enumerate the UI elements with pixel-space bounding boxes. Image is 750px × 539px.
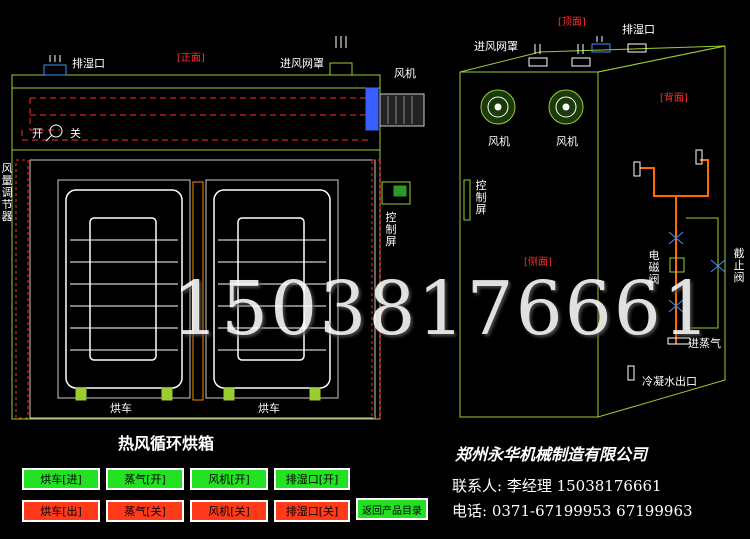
heater-column	[192, 181, 204, 401]
side-intake-label: 进风网罩	[474, 40, 518, 53]
company-phone: 电话: 0371-67199953 67199963	[452, 502, 693, 520]
side-cabinet-back	[597, 45, 726, 418]
fan-off-button[interactable]: 风机[关]	[190, 500, 268, 522]
top-view-label: [顶面]	[558, 17, 586, 28]
front-view	[11, 36, 425, 420]
bypass-pipe	[686, 217, 719, 329]
steam-in-label: 进蒸气	[688, 337, 721, 350]
steam-off-button[interactable]: 蒸气[关]	[106, 500, 184, 522]
side-fan-2-icon	[548, 89, 584, 125]
condensate-label: 冷凝水出口	[642, 375, 697, 388]
damper-label: 风量调节器	[1, 162, 13, 223]
switch-off-label: 关	[70, 127, 81, 140]
front-intake-label: 进风网罩	[280, 57, 324, 70]
front-exhaust-vent	[43, 64, 67, 76]
front-exhaust-label: 排湿口	[72, 57, 105, 70]
front-cabinet-outline	[11, 74, 381, 420]
catalog-button[interactable]: 返回产品目录	[356, 498, 428, 520]
front-intake-hood	[329, 62, 353, 76]
company-name: 郑州永华机械制造有限公司	[455, 445, 648, 464]
shutoff-label: 截止阀	[733, 247, 745, 284]
side-control-screen-icon	[463, 179, 471, 221]
watermark-phone: 15038176661	[172, 266, 712, 352]
side-fan-label-2: 风机	[556, 135, 578, 148]
steam-on-button[interactable]: 蒸气[开]	[106, 468, 184, 490]
switch-on-label: 开	[32, 127, 43, 140]
cart-label-left: 烘车	[110, 402, 132, 415]
solenoid-label: 电磁阀	[648, 249, 660, 286]
cart-in-button[interactable]: 烘车[进]	[22, 468, 100, 490]
switch-knob-icon	[49, 124, 63, 138]
condensate-outlet-icon	[627, 365, 635, 381]
cart-label-right: 烘车	[258, 402, 280, 415]
side-fan-1-icon	[480, 89, 516, 125]
back-view-label: [背面]	[660, 93, 688, 104]
fan-on-button[interactable]: 风机[开]	[190, 468, 268, 490]
front-view-label: [正面]	[177, 53, 205, 64]
cart-left	[65, 189, 183, 389]
steam-pipe	[640, 159, 709, 344]
right-air-column	[371, 159, 381, 419]
fan-motor-icon	[379, 93, 425, 127]
inner-chamber	[29, 159, 376, 419]
side-cabinet-front	[459, 71, 599, 418]
front-fan-label: 风机	[394, 67, 416, 80]
side-exhaust-label: 排湿口	[622, 23, 655, 36]
fan-blades	[365, 87, 379, 131]
side-control-screen-label: 控制屏	[475, 179, 487, 216]
cart-out-button[interactable]: 烘车[出]	[22, 500, 100, 522]
front-control-screen-label: 控制屏	[385, 211, 397, 248]
front-control-screen-icon	[381, 181, 411, 205]
air-damper-column	[15, 159, 29, 419]
exhaust-on-button[interactable]: 排湿口[开]	[274, 468, 350, 490]
cart-right	[213, 189, 331, 389]
solenoid-valve-icon	[668, 231, 684, 245]
company-contact: 联系人: 李经理 15038176661	[452, 477, 662, 495]
diagram-title: 热风循环烘箱	[118, 434, 215, 453]
side-view	[459, 36, 726, 418]
shutoff-valve-icon	[710, 259, 726, 273]
side-view-label: [侧面]	[524, 257, 552, 268]
exhaust-off-button[interactable]: 排湿口[关]	[274, 500, 350, 522]
cart-frame-right	[205, 179, 339, 399]
airflow-path-top	[21, 97, 372, 141]
side-fan-label-1: 风机	[488, 135, 510, 148]
cart-frame-left	[57, 179, 191, 399]
